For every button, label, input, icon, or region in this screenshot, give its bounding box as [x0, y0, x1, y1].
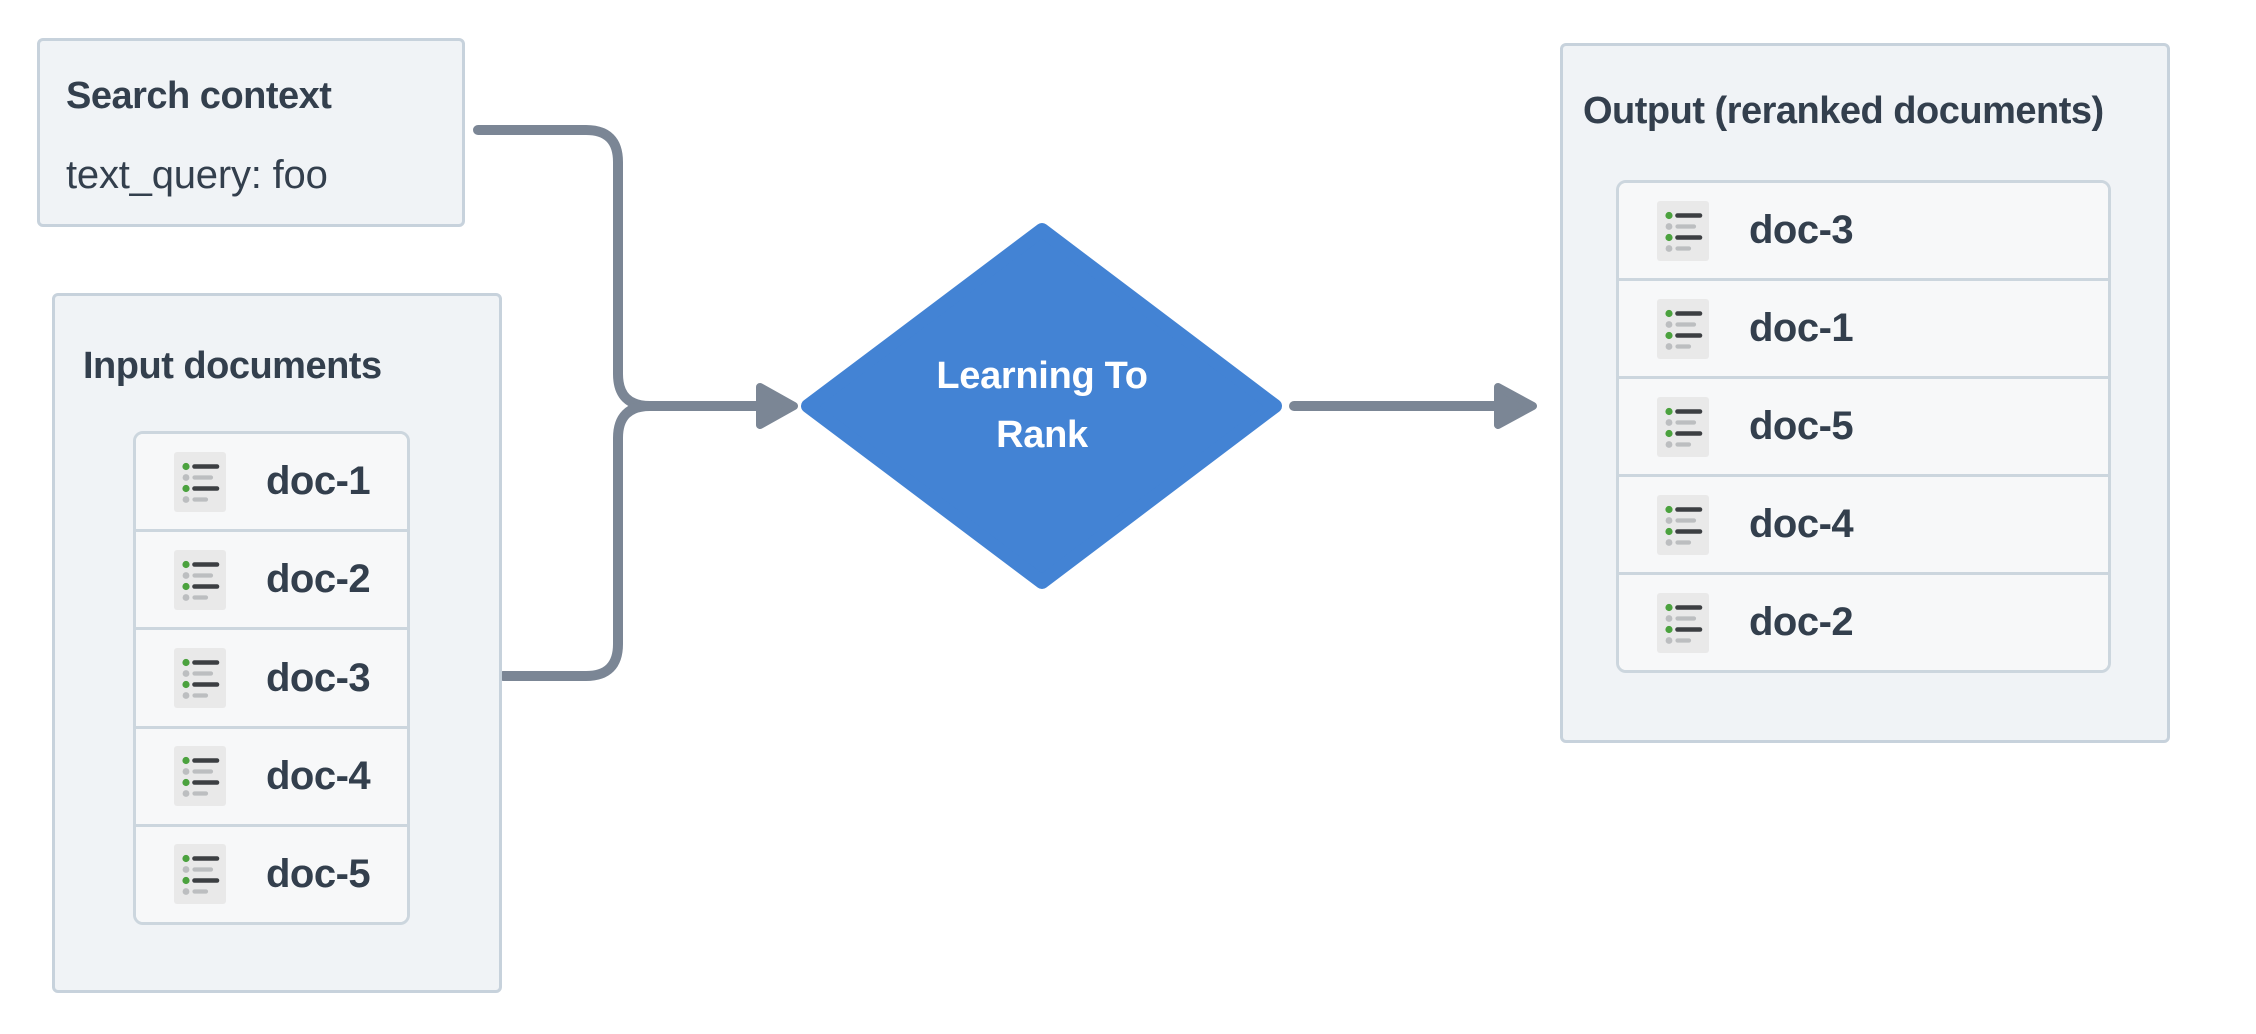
connector-docs-to-merge [498, 401, 717, 681]
output-panel: Output (reranked documents) [1560, 43, 2170, 743]
input-documents-panel: Input documents [52, 293, 502, 993]
search-context-title: Search context [66, 75, 332, 117]
document-list-icon [174, 451, 226, 512]
doc-row: doc-4 [136, 728, 407, 827]
doc-label: doc-2 [1749, 600, 1854, 644]
document-list-icon [174, 844, 226, 905]
doc-label: doc-4 [266, 753, 371, 798]
doc-label: doc-3 [266, 655, 371, 700]
input-documents-title: Input documents [83, 345, 382, 387]
doc-label: doc-1 [1749, 306, 1854, 350]
output-title: Output (reranked documents) [1583, 90, 2104, 132]
output-doc-list: doc-3 [1616, 180, 2111, 673]
document-list-icon [1657, 298, 1709, 359]
doc-row: doc-2 [136, 532, 407, 631]
search-query-text: text_query: foo [66, 153, 328, 197]
doc-row: doc-1 [1619, 281, 2108, 379]
ltr-label-line-2: Rank [996, 414, 1088, 456]
doc-row: doc-2 [1619, 575, 2108, 670]
doc-label: doc-3 [1749, 208, 1854, 252]
document-list-icon [174, 648, 226, 708]
input-doc-list: doc-1 [133, 431, 410, 925]
doc-row: doc-5 [136, 826, 407, 922]
merge-arrowhead-icon [756, 383, 798, 429]
doc-label: doc-5 [1749, 404, 1854, 448]
doc-label: doc-5 [266, 851, 371, 896]
doc-row: doc-3 [1619, 183, 2108, 281]
doc-row: doc-5 [1619, 379, 2108, 477]
doc-label: doc-2 [266, 557, 371, 602]
document-list-icon [1657, 494, 1709, 555]
output-arrowhead-icon [1494, 383, 1537, 429]
document-list-icon [174, 549, 226, 610]
doc-label: doc-1 [266, 459, 371, 504]
doc-row: doc-1 [136, 434, 407, 533]
document-list-icon [1657, 396, 1709, 457]
ltr-label-line-1: Learning To [936, 355, 1148, 397]
doc-row: doc-4 [1619, 477, 2108, 575]
document-list-icon [174, 746, 226, 807]
document-list-icon [1657, 200, 1709, 261]
doc-row: doc-3 [136, 630, 407, 729]
search-context-panel: Search context text_query: foo [37, 38, 465, 227]
ltr-node-label: Learning To Rank [812, 336, 1272, 476]
connector-search-to-merge [473, 125, 717, 411]
doc-label: doc-4 [1749, 502, 1854, 546]
document-list-icon [1657, 592, 1709, 653]
